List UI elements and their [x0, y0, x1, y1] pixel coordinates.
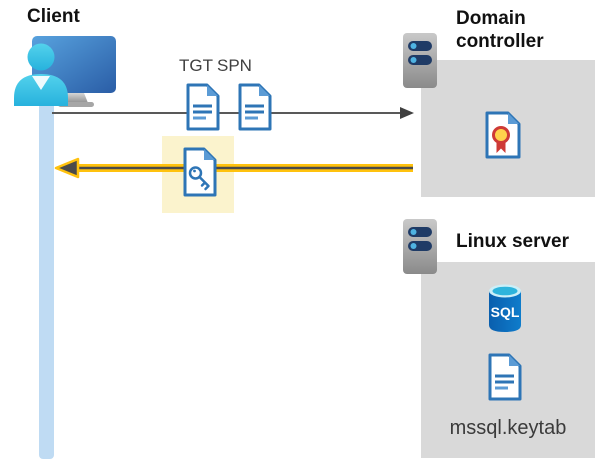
domain-controller-server-icon: [402, 32, 438, 94]
monitor-stand: [62, 93, 88, 103]
request-arrowhead: [400, 107, 414, 119]
response-arrow: [54, 157, 414, 179]
key-document-icon: [182, 146, 218, 203]
linux-server-icon: [402, 218, 438, 280]
person-icon: [27, 43, 55, 71]
client-label: Client: [27, 6, 80, 27]
client-user-workstation-icon: [8, 30, 120, 108]
spn-label: SPN: [217, 56, 252, 75]
tgt-label: TGT: [179, 56, 213, 75]
keytab-filename-label: mssql.keytab: [449, 417, 567, 439]
sql-badge-text: SQL: [491, 304, 520, 320]
domain-controller-label: Domain controller: [456, 8, 544, 52]
person-collar: [32, 76, 50, 90]
request-arrow: [52, 105, 416, 121]
spn-document-icon: [237, 82, 273, 137]
sql-database-icon: SQL: [486, 283, 524, 338]
client-timeline-bar: [39, 97, 54, 459]
linux-server-label: Linux server: [456, 231, 569, 252]
tgt-document-icon: [185, 82, 221, 137]
response-arrowhead: [54, 157, 80, 179]
certificate-icon: [484, 110, 522, 165]
keytab-document-icon: [487, 352, 523, 407]
